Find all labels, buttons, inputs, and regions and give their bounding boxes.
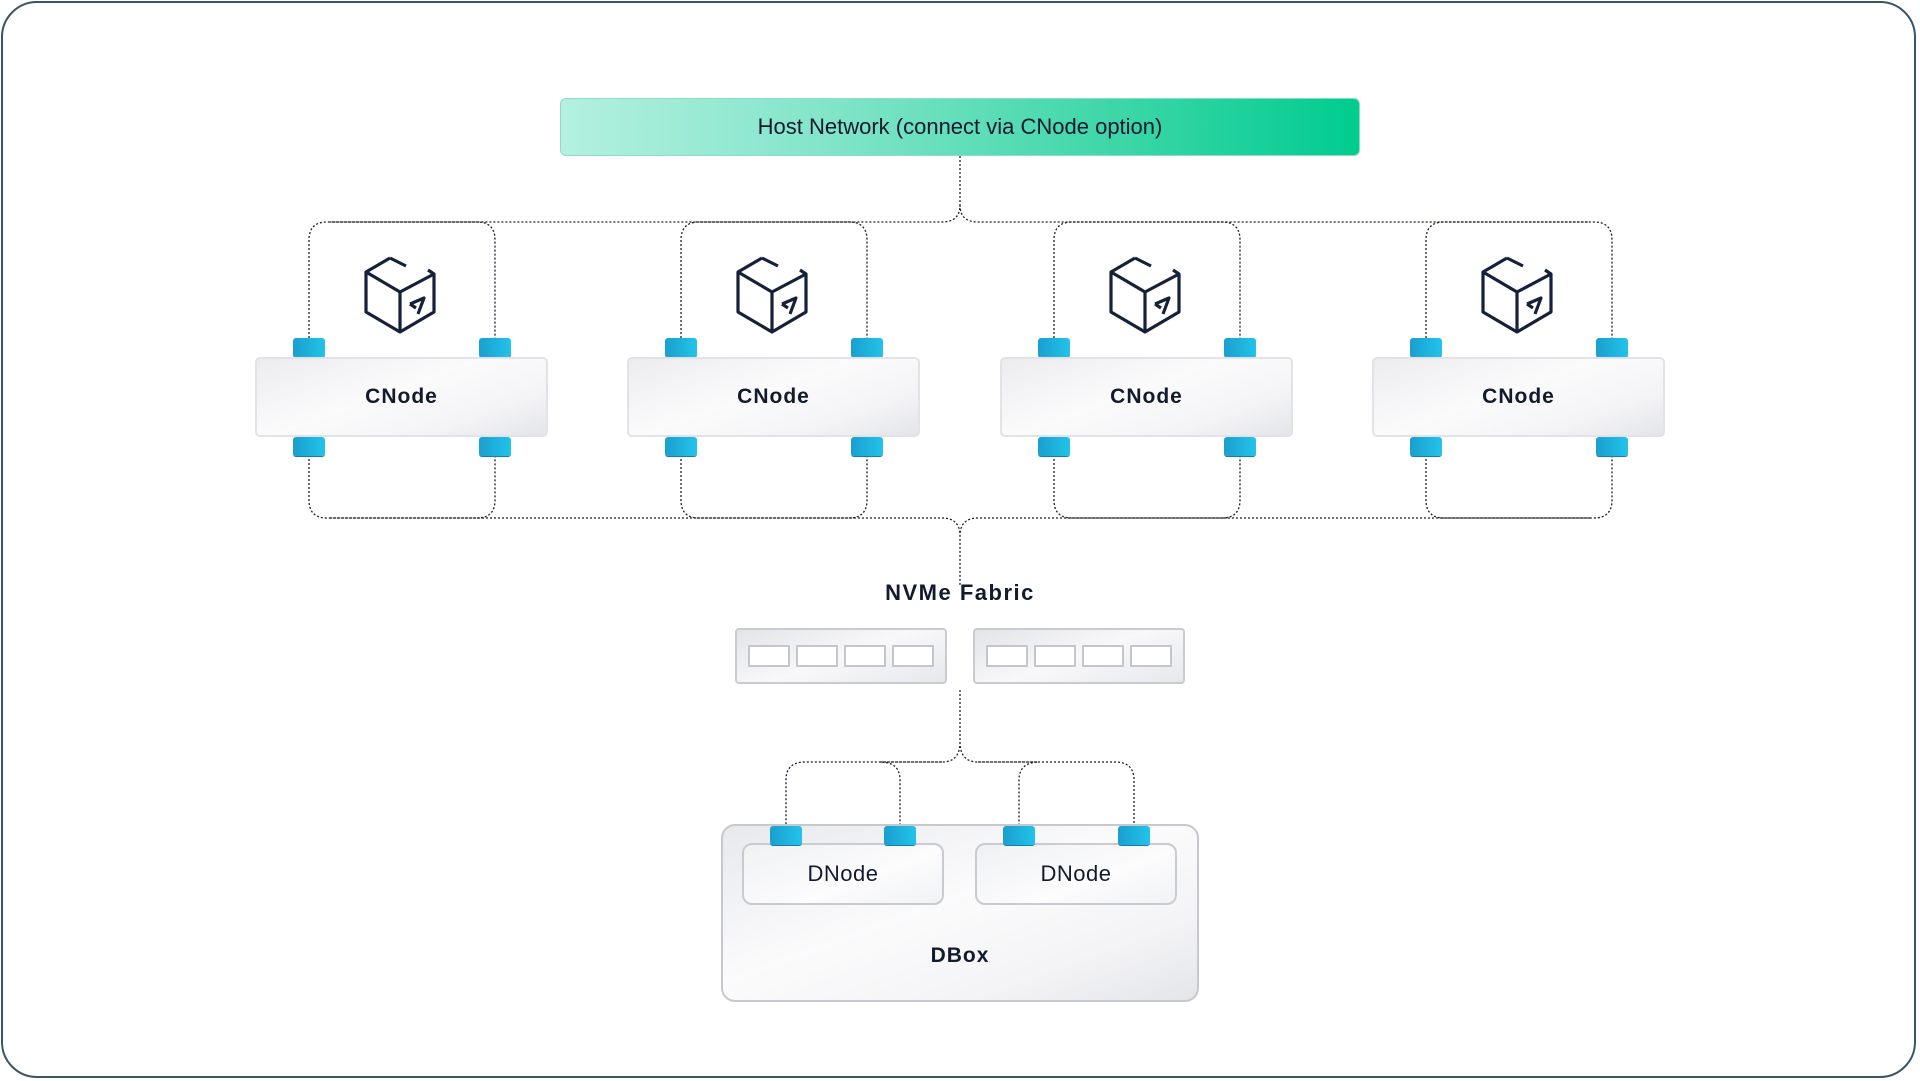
fabric-switch [973, 628, 1185, 684]
fabric-trunk-line [330, 517, 1590, 585]
cnode-loop-line [308, 221, 496, 519]
cnode: CNode [1000, 357, 1293, 437]
cnode-port [1410, 437, 1442, 456]
cnode: CNode [1372, 357, 1665, 437]
cnode-port [1038, 338, 1070, 357]
cnode-port [1410, 338, 1442, 357]
cnode-port [665, 437, 697, 456]
cnode-label: CNode [365, 385, 438, 408]
cnode-port [851, 338, 883, 357]
cnode-label: CNode [737, 385, 810, 408]
dnode-label: DNode [1040, 861, 1112, 886]
cube-icon [732, 252, 812, 338]
switch-slot [1034, 645, 1076, 667]
dnode: DNode [975, 843, 1177, 905]
switch-slot [796, 645, 838, 667]
cnode-port [1224, 338, 1256, 357]
host-network-label: Host Network (connect via CNode option) [757, 114, 1163, 139]
dnode: DNode [742, 843, 944, 905]
dnode-port [1118, 826, 1150, 845]
dbox-label: DBox [930, 944, 990, 967]
cnode-loop-line [680, 221, 868, 519]
cnode-label: CNode [1482, 385, 1555, 408]
host-network-bar: Host Network (connect via CNode option) [560, 98, 1360, 156]
cnode-port [479, 338, 511, 357]
cnode: CNode [255, 357, 548, 437]
cnode-port [1038, 437, 1070, 456]
host-trunk-line [330, 156, 1590, 223]
dnode-port [770, 826, 802, 845]
switch-slot [1082, 645, 1124, 667]
switch-slot [986, 645, 1028, 667]
dnode-port [884, 826, 916, 845]
cnode-port [1596, 437, 1628, 456]
nvme-fabric-label: NVMe Fabric [885, 580, 1035, 605]
cnode-port [851, 437, 883, 456]
cnode-port [293, 437, 325, 456]
cube-icon [1105, 252, 1185, 338]
cnode-label: CNode [1110, 385, 1183, 408]
cnode-port [1596, 338, 1628, 357]
dnode-label: DNode [807, 861, 879, 886]
switch-slot [844, 645, 886, 667]
fabric-switch [735, 628, 947, 684]
cnode-port [665, 338, 697, 357]
cnode-loop-line [1425, 221, 1613, 519]
switch-slot [748, 645, 790, 667]
cnode-port [1224, 437, 1256, 456]
cnode-port [293, 338, 325, 357]
switch-slot [1130, 645, 1172, 667]
fabric-to-dbox-line [785, 690, 1135, 826]
cnode-port [479, 437, 511, 456]
switch-slot [892, 645, 934, 667]
cnode-loop-line [1053, 221, 1241, 519]
cube-icon [1477, 252, 1557, 338]
cube-icon [360, 252, 440, 338]
dnode-port [1003, 826, 1035, 845]
cnode: CNode [627, 357, 920, 437]
